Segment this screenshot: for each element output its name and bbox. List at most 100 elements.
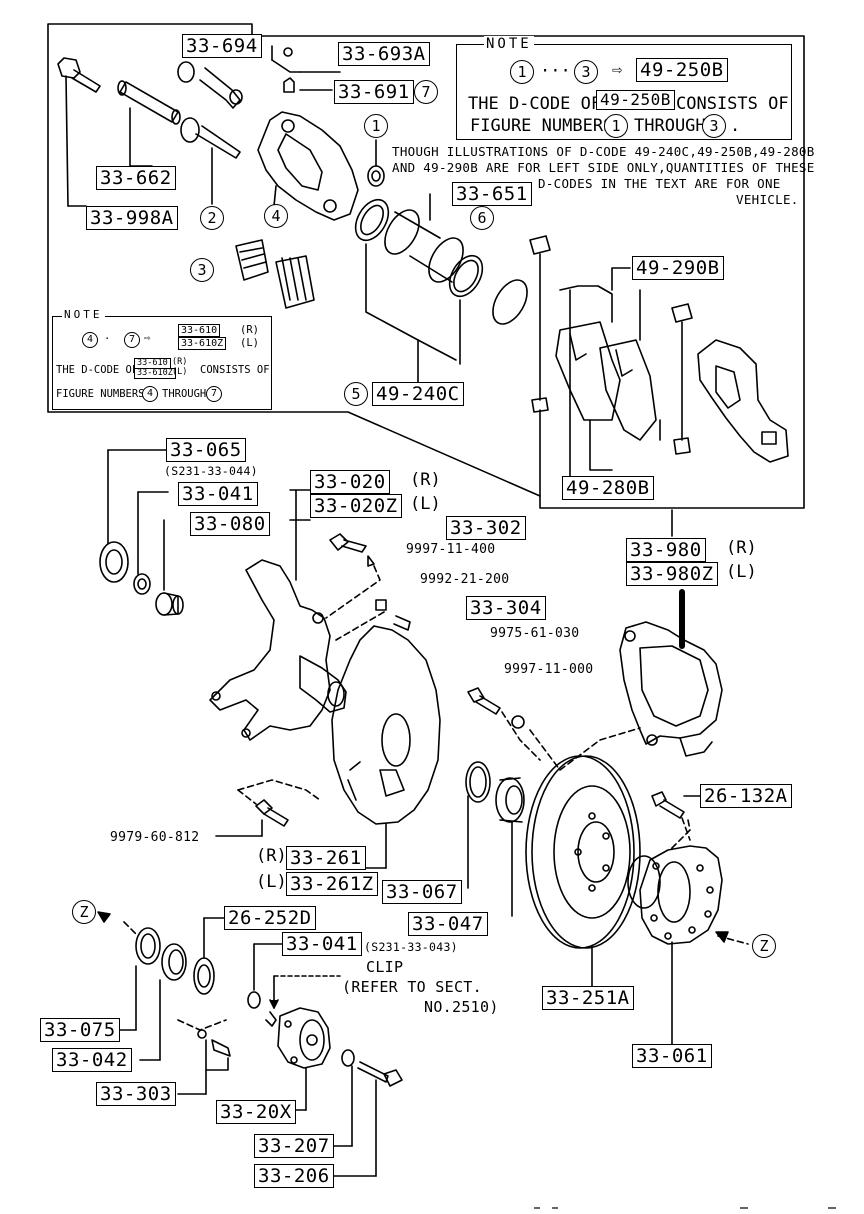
callout-33-662[interactable]: 33-662 — [96, 166, 176, 190]
washer-9997 — [511, 715, 525, 729]
callout-33-303[interactable]: 33-303 — [96, 1082, 176, 1106]
illustration-note-line-3: D-CODES IN THE TEXT ARE FOR ONE — [538, 176, 781, 191]
callout-33-302[interactable]: 33-302 — [446, 516, 526, 540]
figure-number-2: 2 — [200, 206, 224, 230]
callout-33-261z[interactable]: 33-261Z — [286, 872, 378, 896]
side-r-33-980: (R) — [726, 538, 757, 558]
side-r-33-020: (R) — [410, 470, 441, 490]
steering-knuckle — [209, 489, 347, 741]
callout-33-042[interactable]: 33-042 — [52, 1048, 132, 1072]
hub-bolt — [651, 791, 703, 819]
callout-49-280b[interactable]: 49-280B — [562, 476, 654, 500]
note-2-title: NOTE — [62, 308, 105, 321]
boot-sleeve — [177, 61, 243, 109]
note-1-range-sep: ··· — [540, 61, 571, 81]
callout-33-691[interactable]: 33-691 — [334, 80, 414, 104]
note-2-code-b[interactable]: 33-610Z — [178, 337, 227, 350]
figure-number-7-a: 7 — [414, 80, 438, 104]
callout-33-065[interactable]: 33-065 — [166, 438, 246, 462]
callout-33-047[interactable]: 33-047 — [408, 912, 488, 936]
note-1-figure-3b: 3 — [702, 114, 726, 138]
bolt-33302 — [329, 533, 375, 567]
note-1-code[interactable]: 49-250B — [636, 58, 728, 82]
note-1-line2-b: CONSISTS OF — [676, 94, 789, 114]
callout-33-251a[interactable]: 33-251A — [542, 986, 634, 1010]
note-2-line2-a: THE D-CODE OF — [56, 364, 139, 376]
figure-number-5: 5 — [344, 382, 368, 406]
callout-33-075[interactable]: 33-075 — [40, 1018, 120, 1042]
piston — [384, 193, 464, 283]
note-1-figure-3: 3 — [574, 60, 598, 84]
callout-33-020z[interactable]: 33-020Z — [310, 494, 402, 518]
washer-33041-lower — [247, 943, 285, 1009]
callout-33-261[interactable]: 33-261 — [286, 846, 366, 870]
clip-note-line-1: CLIP — [366, 958, 404, 976]
note-2-code-a[interactable]: 33-610 — [178, 324, 221, 337]
note-1-figure-1: 1 — [510, 60, 534, 84]
callout-33-20x[interactable]: 33-20X — [216, 1100, 296, 1124]
bolt-9997-11-000: 9997-11-000 — [504, 662, 594, 677]
callout-33-693a[interactable]: 33-693A — [338, 42, 430, 66]
callout-33-980z[interactable]: 33-980Z — [626, 562, 718, 586]
pad-left — [275, 255, 315, 309]
illustration-note-line-1: THOUGH ILLUSTRATIONS OF D-CODE 49-240C,4… — [392, 144, 815, 159]
callout-33-041-lower-sub: (S231-33-043) — [364, 940, 458, 954]
callout-49-290b[interactable]: 49-290B — [632, 256, 724, 280]
oil-seal-33067 — [465, 761, 491, 889]
disc-rotor — [525, 755, 641, 991]
bearing-33042 — [139, 943, 187, 1061]
callout-26-132a[interactable]: 26-132A — [700, 784, 792, 808]
note-2-range-sep: · — [104, 333, 111, 345]
side-l-33-020: (L) — [410, 494, 441, 514]
o-ring — [492, 279, 528, 325]
callout-33-206[interactable]: 33-206 — [254, 1164, 334, 1188]
callout-33-020[interactable]: 33-020 — [310, 470, 390, 494]
clip — [265, 975, 341, 1027]
pin-boot-2 — [180, 117, 241, 205]
note-1-line3-b: THROUGH — [634, 116, 706, 136]
callout-33-651[interactable]: 33-651 — [452, 182, 532, 206]
bolt-9992-21-200: 9992-21-200 — [420, 572, 510, 587]
note-1-figure-1b: 1 — [604, 114, 628, 138]
note-2-figure-7b: 7 — [206, 386, 222, 402]
spacer-33041 — [133, 491, 169, 595]
clip-note-line-3: NO.2510) — [424, 998, 499, 1016]
note-2-inline-code-b[interactable]: 33-610Z — [134, 368, 176, 379]
dust-boot-1 — [367, 139, 385, 187]
callout-33-694[interactable]: 33-694 — [182, 34, 262, 58]
note-1-line3-a: FIGURE NUMBERS — [470, 116, 614, 136]
guide-pin-bolt — [57, 57, 101, 207]
note-2-inline-side-l: (L) — [172, 367, 188, 377]
shim-3 — [235, 239, 269, 281]
note-1-inline-code[interactable]: 49-250B — [596, 90, 675, 110]
free-wheel-hub — [277, 1007, 331, 1111]
illustration-note-line-2: AND 49-290B ARE FOR LEFT SIDE ONLY,QUANT… — [392, 160, 815, 175]
callout-49-240c[interactable]: 49-240C — [372, 382, 464, 406]
view-marker-z-right: Z — [752, 934, 776, 958]
callout-33-207[interactable]: 33-207 — [254, 1134, 334, 1158]
side-r-33-261: (R) — [256, 846, 287, 866]
callout-33-304[interactable]: 33-304 — [466, 596, 546, 620]
callout-33-041-lower[interactable]: 33-041 — [282, 932, 362, 956]
bolt-33206 — [333, 1061, 403, 1177]
callout-33-998a[interactable]: 33-998A — [86, 206, 178, 230]
callout-33-061[interactable]: 33-061 — [632, 1044, 712, 1068]
note-2-figure-4: 4 — [82, 332, 98, 348]
callout-33-980[interactable]: 33-980 — [626, 538, 706, 562]
callout-26-252d[interactable]: 26-252D — [224, 906, 316, 930]
note-2-side-l: (L) — [240, 337, 259, 349]
piston-seal — [448, 254, 484, 298]
washer-33207 — [329, 1049, 355, 1147]
bolt-33303 — [177, 1029, 231, 1095]
caliper-bracket — [697, 339, 789, 463]
callout-33-041-upper[interactable]: 33-041 — [178, 482, 258, 506]
callout-33-080[interactable]: 33-080 — [190, 512, 270, 536]
callout-33-067[interactable]: 33-067 — [382, 880, 462, 904]
pad-clip-upper — [529, 235, 551, 413]
figure-number-4: 4 — [264, 204, 288, 228]
clip-note-line-2: (REFER TO SECT. — [342, 978, 482, 996]
figure-number-3: 3 — [190, 258, 214, 282]
side-l-33-261: (L) — [256, 872, 287, 892]
